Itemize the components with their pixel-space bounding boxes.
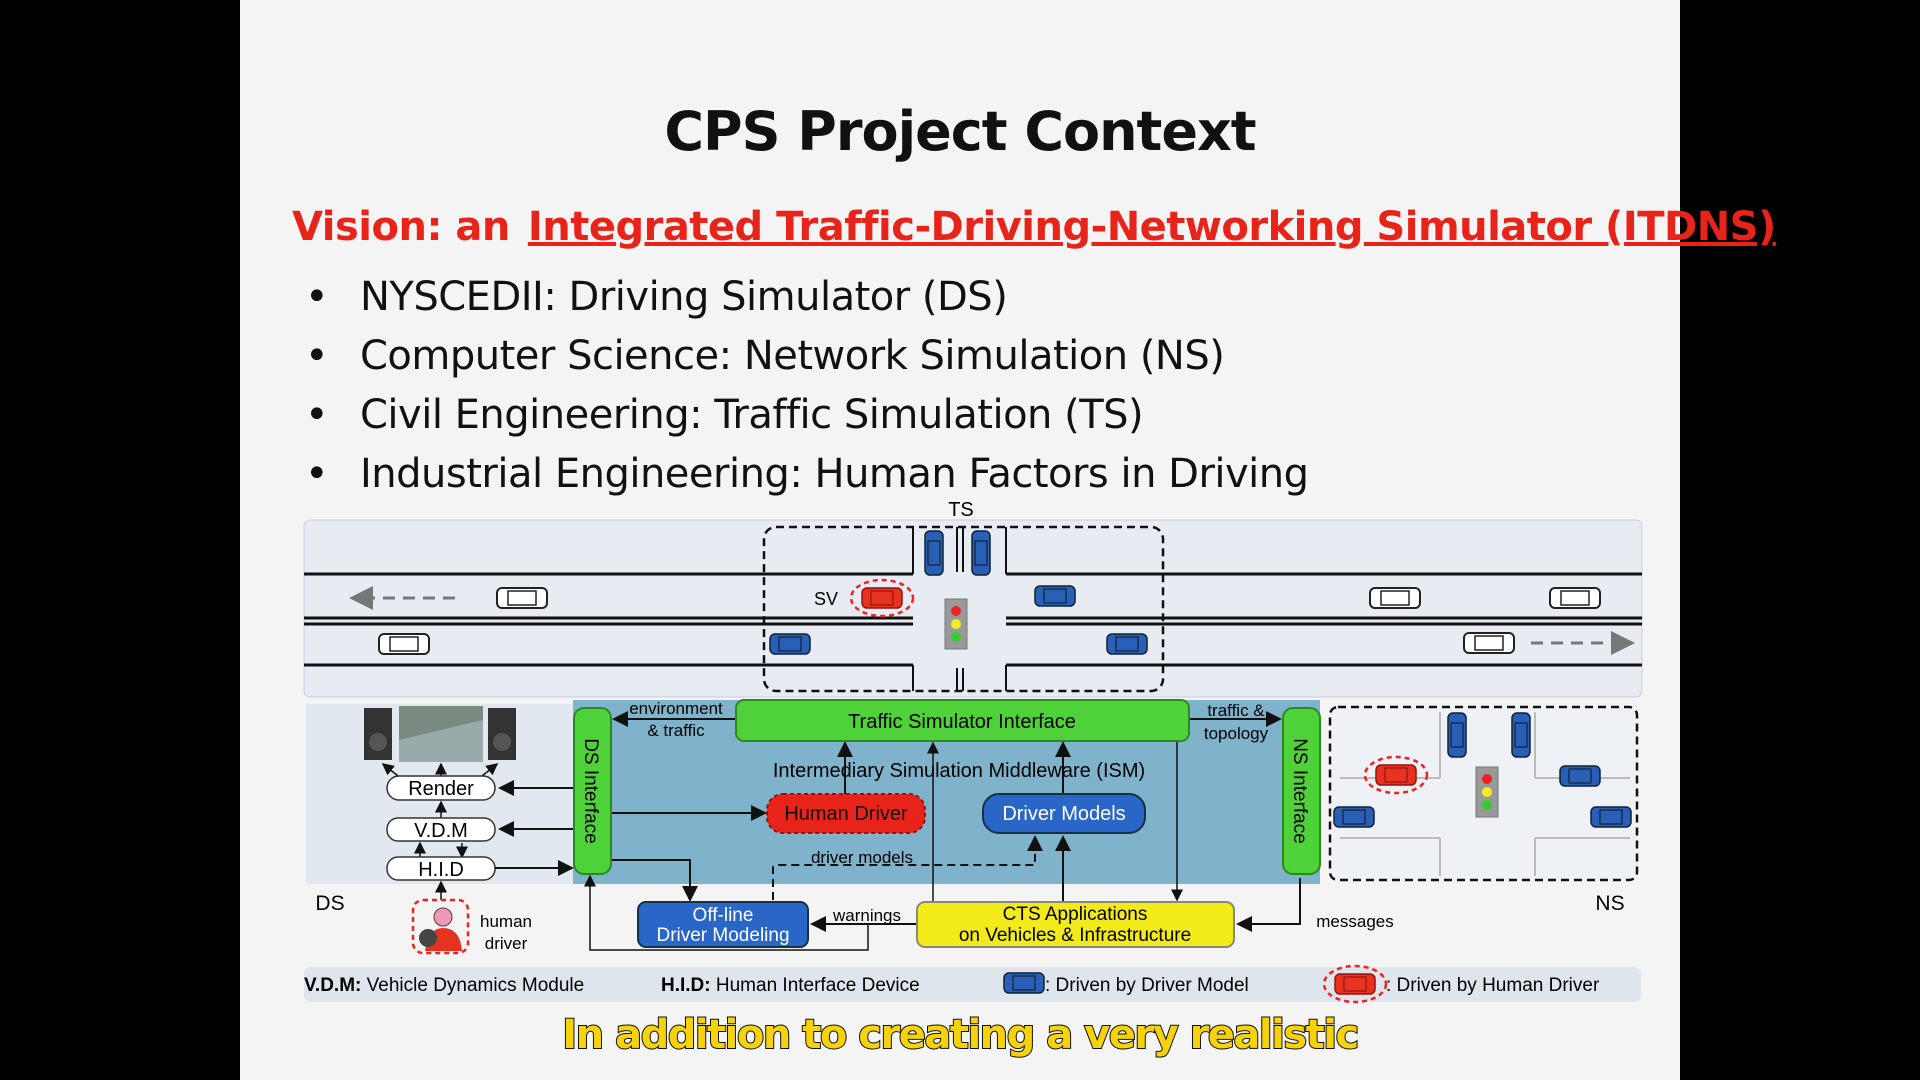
vision-prefix: Vision: an [292,204,510,250]
vision-itdns-link[interactable]: Integrated Traffic-Driving-Networking Si… [527,204,1776,250]
legend-text: V.D.M: Vehicle Dynamics Module [304,975,584,996]
offline-label: Driver Modeling [656,925,789,946]
vision-line: Vision: an Integrated Traffic-Driving-Net… [292,204,1776,250]
model-car-icon [769,633,811,655]
background-car-icon [1369,587,1421,609]
ds-interface [573,707,612,875]
cts-label: on Vehicles & Infrastructure [959,925,1191,946]
model-car-icon [1559,765,1601,787]
ns-panel [1328,705,1639,882]
ts-focus-region [762,525,1165,693]
cts-applications-box [916,901,1235,948]
driver-models-box-label: Driver Models [1002,803,1125,825]
driver-models-box [982,793,1146,834]
background-car-icon [1549,587,1601,609]
human-driver-label: human [480,912,532,931]
model-car-icon [1106,633,1148,655]
offline-label: Off-line [693,905,754,926]
ds-panel: Render V.D.M H.I.D [306,704,573,900]
ns-interface [1282,707,1321,875]
vdm-module [386,817,496,842]
hid-label: H.I.D [418,859,464,881]
sv-label: SV [814,589,838,609]
legend-text: H.I.D: Human Interface Device [661,975,920,996]
ism-middleware: Traffic Simulator Interface DS Interface… [495,699,1321,951]
bullet-text: NYSCEDII: Driving Simulator (DS) [360,274,1008,320]
driver-models-link-label: driver models [811,848,913,867]
render-module [386,775,496,801]
ds-label: DS [315,892,344,915]
human-driver-box-label: Human Driver [784,803,908,825]
background-car-icon [378,633,430,655]
bullet-text: Computer Science: Network Simulation (NS… [360,333,1225,379]
traffic-topology-label: topology [1204,724,1269,743]
render-label: Render [408,778,474,800]
background-car-icon [496,587,548,609]
model-car-legend-icon [1003,972,1045,994]
ns-label: NS [1595,892,1624,915]
legend-human-text: : Driven by Human Driver [1386,975,1600,996]
tsi-label: Traffic Simulator Interface [848,711,1076,733]
bullet-text: Industrial Engineering: Human Factors in… [360,451,1309,497]
model-car-icon [1590,806,1632,828]
ism-label: Intermediary Simulation Middleware (ISM) [773,760,1145,782]
offline-driver-modeling-box [637,901,809,948]
bullet-icon: • [305,451,329,497]
legend-model-text: : Driven by Driver Model [1045,975,1249,996]
bullet-list: • NYSCEDII: Driving Simulator (DS) • Compu… [305,274,1309,510]
bullet-text: Civil Engineering: Traffic Simulation (T… [360,392,1144,438]
bullet-icon: • [305,274,329,320]
vdm-label: V.D.M [414,820,468,842]
bullet-item: • NYSCEDII: Driving Simulator (DS) [305,274,1309,333]
background-car-icon [1463,632,1515,654]
traffic-light-icon [944,598,968,650]
model-car-icon [1333,806,1375,828]
model-car-icon [1511,712,1531,758]
model-car-icon [1034,585,1076,607]
traffic-topology-label: traffic & [1207,701,1265,720]
env-traffic-label: & traffic [647,721,705,740]
cts-label: CTS Applications [1003,904,1148,925]
warnings-label: warnings [832,906,901,925]
ts-label: TS [948,499,974,521]
slide-title: CPS Project Context [664,100,1256,163]
messages-label: messages [1316,912,1393,931]
model-car-icon [1447,712,1467,758]
ds-interface-label: DS Interface [580,738,601,844]
traffic-simulator-interface [735,699,1190,742]
bullet-icon: • [305,392,329,438]
bullet-item: • Industrial Engineering: Human Factors i… [305,451,1309,510]
traffic-road-panel: SV TS [303,499,1643,698]
bullet-icon: • [305,333,329,379]
human-driver-label: driver [485,934,528,953]
bullet-item: • Computer Science: Network Simulation (N… [305,333,1309,392]
ns-interface-label: NS Interface [1289,738,1310,844]
bullet-item: • Civil Engineering: Traffic Simulation (… [305,392,1309,451]
model-car-icon [924,530,944,576]
human-driver-icon [411,898,470,955]
env-traffic-label: environment [629,699,723,718]
human-driver-box [766,793,926,834]
traffic-light-icon [1475,766,1499,818]
model-car-icon [971,530,991,576]
video-subtitle: In addition to creating a very realistic [561,1011,1360,1059]
legend-bar: V.D.M: Vehicle Dynamics Module H.I.D: Hu… [304,964,1641,1004]
